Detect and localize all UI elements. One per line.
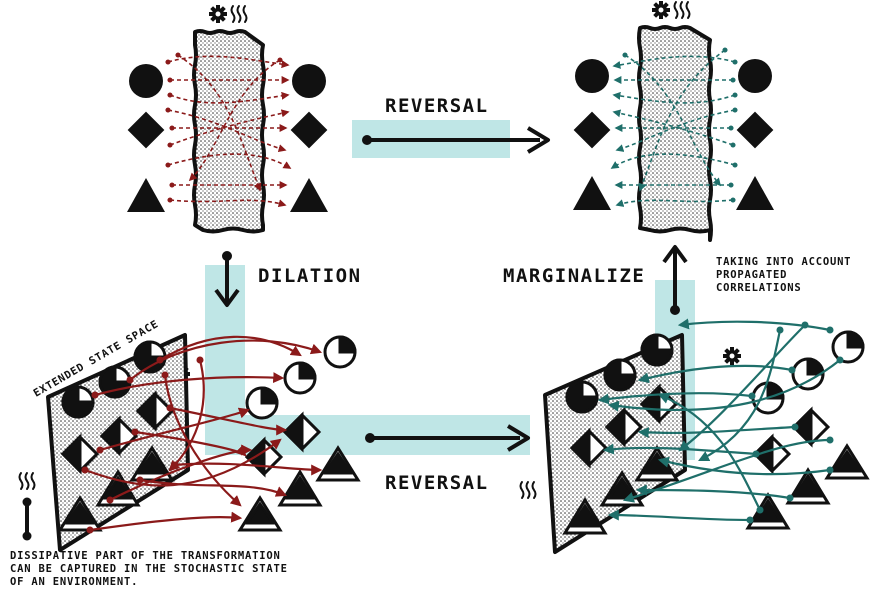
dissipative-note: DISSIPATIVE PART OF THE TRANSFORMATION C… xyxy=(10,550,295,588)
reversal-arrow-top: REVERSAL xyxy=(362,95,550,154)
triangle-state-right xyxy=(290,178,328,212)
marginalize-label: MARGINALIZE xyxy=(503,265,645,287)
environment-strip xyxy=(637,25,713,242)
heat-waves-icon xyxy=(519,481,537,499)
dilation-label: DILATION xyxy=(258,265,362,287)
diamond-state-right xyxy=(290,111,328,149)
diamond-state-left xyxy=(573,111,611,149)
extended-states-right xyxy=(745,330,870,530)
heat-waves-icon xyxy=(230,5,248,23)
heat-waves-icon xyxy=(673,1,691,19)
bottom-left-extended-system: EXTENDED STATE SPACE xyxy=(32,318,361,552)
backward-extended-transitions xyxy=(597,318,844,524)
forward-extended-transitions xyxy=(81,335,323,534)
triangle-state-right xyxy=(736,176,774,210)
triangle-state-left xyxy=(573,176,611,210)
gear-icon xyxy=(652,1,670,19)
dissipation-legend: DISSIPATIVE PART OF THE TRANSFORMATION C… xyxy=(10,472,295,588)
circle-state-right xyxy=(738,59,772,93)
top-right-system xyxy=(573,1,774,242)
reversal-label-bottom: REVERSAL xyxy=(385,472,489,494)
gear-icon xyxy=(209,5,227,23)
marginalize-arrow: MARGINALIZE xyxy=(503,245,688,315)
heat-waves-icon xyxy=(18,472,36,490)
reversal-arrow-bottom: REVERSAL xyxy=(365,424,530,494)
backward-transitions xyxy=(610,47,738,207)
triangle-state-left xyxy=(127,178,165,212)
gear-icon xyxy=(723,347,741,365)
reversal-label-top: REVERSAL xyxy=(385,95,489,117)
bottom-right-extended-system xyxy=(519,318,870,554)
dilation-arrow: DILATION xyxy=(214,251,362,307)
circle-state-right xyxy=(292,64,326,98)
diamond-state-left xyxy=(127,111,165,149)
propagated-correlations-note: TAKING INTO ACCOUNT PROPAGATED CORRELATI… xyxy=(716,256,858,294)
forward-transitions xyxy=(165,52,292,208)
diamond-state-right xyxy=(736,111,774,149)
circle-state-left xyxy=(129,64,163,98)
top-left-system xyxy=(127,5,328,234)
circle-state-left xyxy=(575,59,609,93)
